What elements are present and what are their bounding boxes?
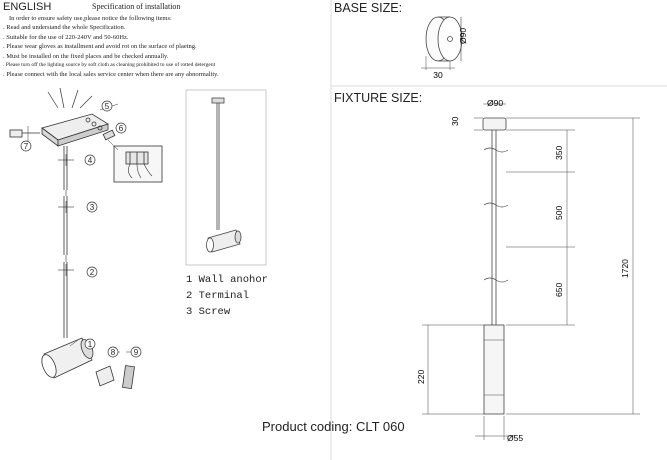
instruction-item: . Please wear gloves as installment and …: [3, 43, 197, 51]
fixture-top-diameter-label: Ø90: [487, 98, 503, 108]
callout-2: 2: [90, 268, 95, 277]
fixture-size-title: FIXTURE SIZE:: [334, 91, 423, 105]
product-coding: Product coding: CLT 060: [262, 419, 405, 434]
instruction-item: In order to ensure safety use,please not…: [9, 15, 172, 22]
callout-3: 3: [90, 203, 95, 212]
total-length-label: 1720: [620, 259, 630, 278]
instruction-item: . Please turn off the lighting source by…: [3, 62, 216, 69]
callout-8: 8: [111, 348, 116, 357]
base-drawing: [421, 16, 463, 70]
base-height-label: 30: [433, 70, 443, 80]
instruction-list: In order to ensure safety use,please not…: [3, 14, 323, 80]
product-preview: [185, 89, 267, 266]
body-diameter-label: Ø55: [507, 433, 523, 443]
callout-6: 6: [119, 124, 124, 133]
callout-5: 5: [105, 102, 110, 111]
spec-title: Specification of installation: [92, 2, 181, 11]
legend-item: 1 Wall anohor: [186, 274, 268, 286]
fixture-drawing: [422, 103, 640, 440]
callout-markers: [20, 100, 142, 358]
callout-7: 7: [24, 142, 29, 151]
base-size-title: BASE SIZE:: [334, 1, 403, 15]
parts-legend: 1 Wall anohor 2 Terminal 3 Screw: [186, 272, 268, 320]
instruction-item: . Must be installed on the fixed places …: [3, 52, 169, 60]
legend-item: 2 Terminal: [186, 290, 250, 302]
assembly-drawing: [9, 87, 163, 390]
fixture-top-height-label: 30: [450, 116, 460, 126]
base-diameter-label: Ø90: [458, 28, 468, 44]
rod-length-3-label: 650: [554, 283, 564, 297]
rod-length-2-label: 500: [554, 206, 564, 220]
language-label: ENGLISH: [3, 1, 52, 13]
callout-4: 4: [88, 156, 93, 165]
body-length-label: 220: [416, 370, 426, 384]
rod-length-1-label: 350: [554, 146, 564, 160]
callout-9: 9: [134, 348, 139, 357]
legend-item: 3 Screw: [186, 306, 231, 318]
callout-1: 1: [88, 340, 93, 349]
instruction-item: . Read and understand the whole Specific…: [3, 24, 126, 32]
instruction-item: . Suitable for the use of 220-240V and 5…: [3, 33, 129, 41]
instruction-item: . Please connect with the local sales se…: [3, 71, 219, 79]
